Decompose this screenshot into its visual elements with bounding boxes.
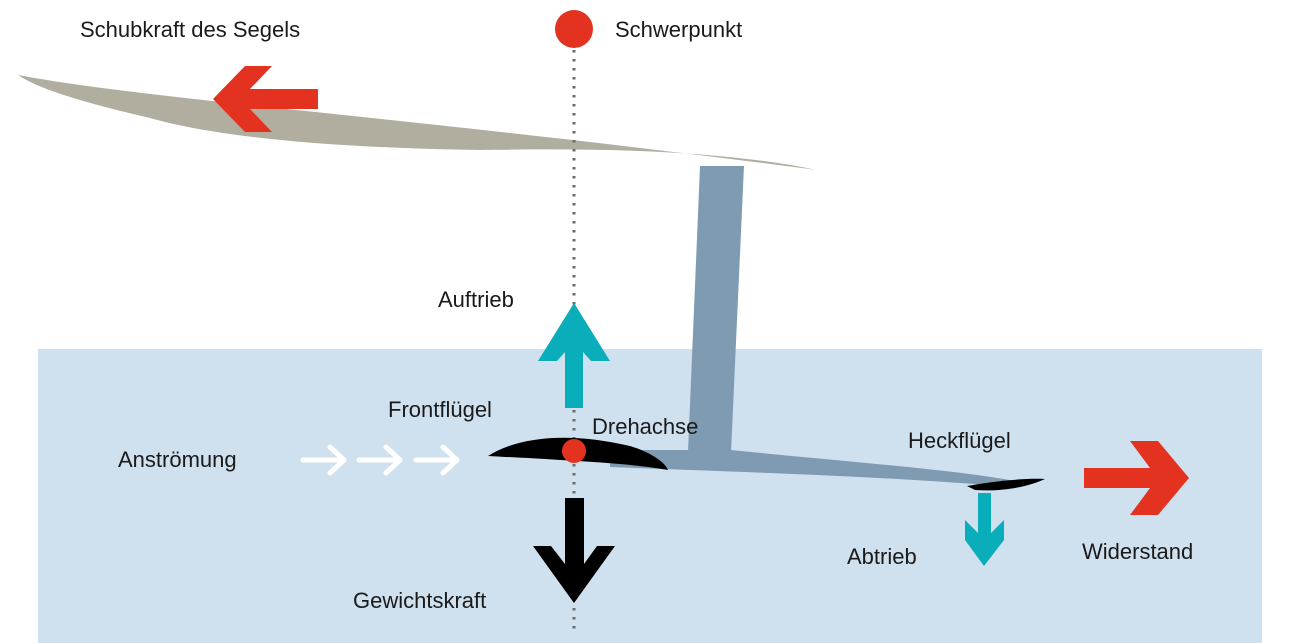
weight-label: Gewichtskraft	[353, 588, 486, 613]
water-area	[38, 349, 1262, 643]
center-of-gravity-label: Schwerpunkt	[615, 17, 742, 42]
rear-wing-label: Heckflügel	[908, 428, 1011, 453]
pivot-axis-label: Drehachse	[592, 414, 698, 439]
lift-label: Auftrieb	[438, 287, 514, 312]
inflow-arrows	[300, 444, 460, 476]
sail-thrust-label: Schubkraft des Segels	[80, 17, 300, 42]
front-wing-label: Frontflügel	[388, 397, 492, 422]
center-of-gravity-dot	[555, 10, 593, 48]
drag-label: Widerstand	[1082, 539, 1193, 564]
fuselage	[610, 450, 1020, 485]
drag-arrow	[1084, 441, 1189, 515]
downforce-label: Abtrieb	[847, 544, 917, 569]
inflow-arrow-2	[356, 444, 403, 476]
pivot-axis-dot	[562, 439, 586, 463]
inflow-arrow-3	[413, 444, 460, 476]
rear-wing	[967, 478, 1045, 491]
downforce-arrow	[965, 493, 1004, 566]
inflow-label: Anströmung	[118, 447, 237, 472]
mast-strut	[688, 166, 744, 452]
weight-arrow	[533, 498, 615, 603]
inflow-arrow-1	[300, 444, 347, 476]
lift-arrow	[538, 303, 610, 408]
sail-thrust-arrow	[213, 66, 318, 132]
sail-shape	[18, 75, 817, 170]
